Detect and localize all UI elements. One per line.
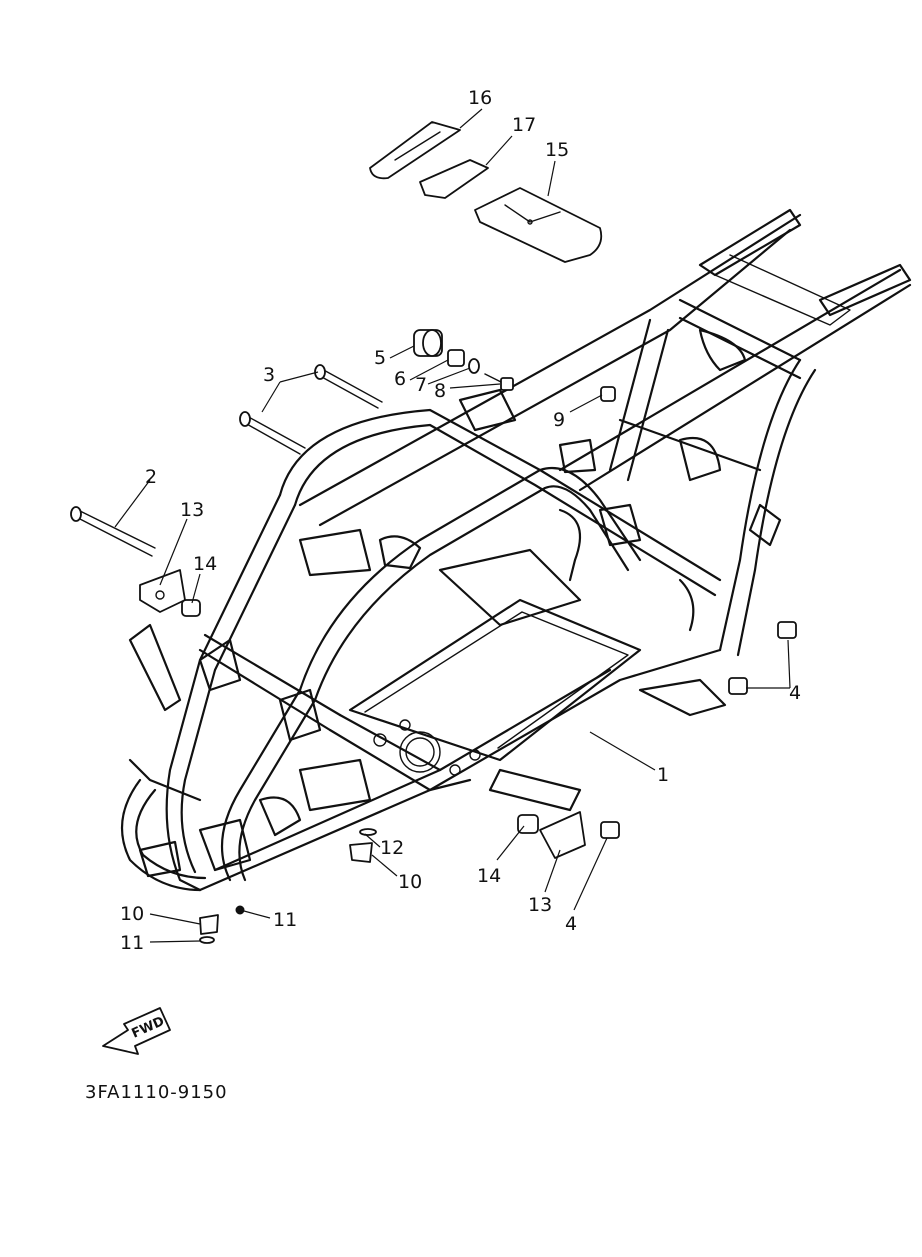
callout-10-left: 10 xyxy=(120,903,144,925)
callout-12: 11 xyxy=(273,909,297,931)
callout-14-lower: 14 xyxy=(477,865,501,887)
part-collar-14 xyxy=(181,599,539,834)
callout-8: 8 xyxy=(434,380,446,402)
callout-2: 2 xyxy=(145,466,157,488)
callout-11-center: 12 xyxy=(380,837,404,859)
callout-10-center: 10 xyxy=(398,871,422,893)
callout-leaders xyxy=(114,108,791,943)
part-bolt-8 xyxy=(484,373,514,391)
callout-1: 1 xyxy=(657,764,669,786)
part-bushing-5 xyxy=(413,329,443,357)
part-collar-6 xyxy=(447,349,465,367)
part-washer-7 xyxy=(468,358,480,374)
main-frame xyxy=(120,208,912,892)
part-strap-16 xyxy=(369,121,461,180)
callout-11-left: 11 xyxy=(120,932,144,954)
part-grommet-10 xyxy=(199,842,373,935)
callout-16: 16 xyxy=(468,87,492,109)
callout-labels: 16 17 15 3 5 6 7 8 9 2 13 14 4 1 12 10 1… xyxy=(120,87,801,954)
part-bolt-2 xyxy=(70,506,156,557)
drawing-code: 3FA1110-9150 xyxy=(85,1082,228,1103)
part-washer-11 xyxy=(199,828,377,944)
part-nuts-4 xyxy=(600,621,797,839)
callout-6: 6 xyxy=(394,368,406,390)
part-screw-12 xyxy=(235,905,245,915)
callout-13-upper: 13 xyxy=(180,499,204,521)
callout-7: 7 xyxy=(415,374,427,396)
part-buckle-17 xyxy=(419,159,489,199)
part-bolts-3 xyxy=(239,364,383,455)
part-nut-9 xyxy=(600,386,616,402)
forward-direction-arrow: FWD xyxy=(102,1007,171,1055)
callout-5: 5 xyxy=(374,347,386,369)
callout-15: 15 xyxy=(545,139,569,161)
callout-9: 9 xyxy=(553,409,565,431)
part-bracket-13 xyxy=(139,569,586,859)
callout-4-lower: 4 xyxy=(565,913,577,935)
callout-13-lower: 13 xyxy=(528,894,552,916)
callout-3: 3 xyxy=(263,364,275,386)
callout-4-right: 4 xyxy=(789,682,801,704)
callout-14-upper: 14 xyxy=(193,553,217,575)
callout-17: 17 xyxy=(512,114,536,136)
part-toolbag-15 xyxy=(474,187,603,263)
